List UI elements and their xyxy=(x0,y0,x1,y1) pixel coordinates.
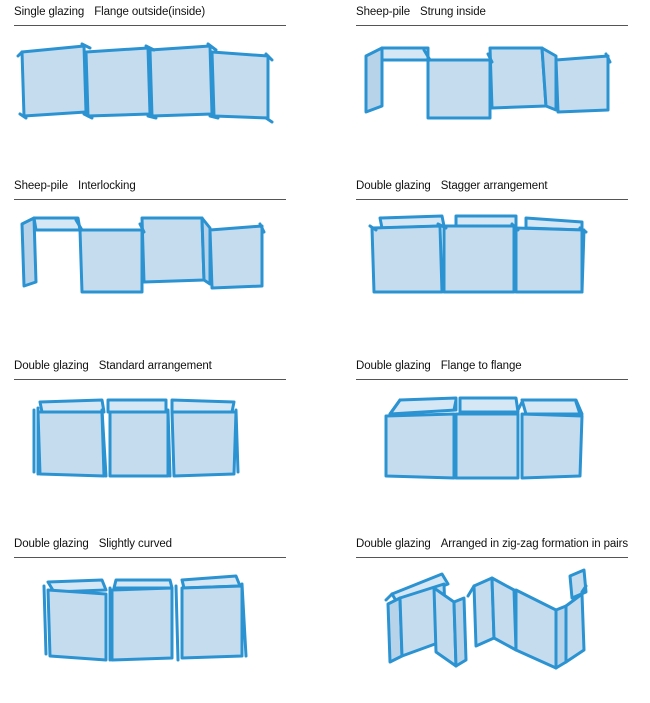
divider-rule xyxy=(14,379,286,380)
panel-double-zigzag-pairs: Double glazing Arranged in zig-zag format… xyxy=(356,538,646,703)
panel-kind: Double glazing xyxy=(356,538,431,550)
glazing-illustration xyxy=(364,46,612,120)
glazing-illustration xyxy=(368,214,588,294)
glazing-illustration xyxy=(384,568,588,670)
panel-kind: Double glazing xyxy=(356,360,431,372)
divider-rule xyxy=(356,25,628,26)
divider-rule xyxy=(14,199,286,200)
panel-double-standard: Double glazing Standard arrangement xyxy=(14,360,304,525)
panel-kind: Double glazing xyxy=(14,538,89,550)
panel-detail: Strung inside xyxy=(420,6,486,18)
divider-rule xyxy=(14,25,286,26)
panel-label: Double glazing Flange to flange xyxy=(356,360,522,372)
glazing-illustration xyxy=(20,216,266,294)
panel-detail: Stagger arrangement xyxy=(440,180,548,192)
glazing-illustration xyxy=(16,42,274,124)
panel-kind: Single glazing xyxy=(14,6,85,18)
divider-rule xyxy=(356,379,628,380)
divider-rule xyxy=(14,557,286,558)
glazing-illustration xyxy=(384,396,584,480)
panel-single-flange-outside: Single glazing Flange outside(inside) xyxy=(14,6,304,171)
panel-label: Single glazing Flange outside(inside) xyxy=(14,6,205,18)
panel-label: Sheep-pile Strung inside xyxy=(356,6,486,18)
panel-label: Sheep-pile Interlocking xyxy=(14,180,136,192)
panel-kind: Sheep-pile xyxy=(356,6,410,18)
panel-detail: Flange to flange xyxy=(440,360,522,372)
divider-rule xyxy=(356,557,628,558)
panel-detail: Flange outside(inside) xyxy=(94,6,206,18)
glazing-illustration xyxy=(42,574,248,662)
panel-detail: Slightly curved xyxy=(98,538,172,550)
panel-double-slightly-curved: Double glazing Slightly curved xyxy=(14,538,304,703)
panel-detail: Standard arrangement xyxy=(98,360,212,372)
panel-double-stagger: Double glazing Stagger arrangement xyxy=(356,180,646,345)
panel-label: Double glazing Standard arrangement xyxy=(14,360,212,372)
divider-rule xyxy=(356,199,628,200)
panel-double-flange-to-flange: Double glazing Flange to flange xyxy=(356,360,646,525)
panel-kind: Double glazing xyxy=(356,180,431,192)
glazing-illustration xyxy=(32,398,240,478)
panel-detail: Interlocking xyxy=(78,180,136,192)
panel-label: Double glazing Stagger arrangement xyxy=(356,180,548,192)
panel-sheetpile-strung-inside: Sheep-pile Strung inside xyxy=(356,6,646,171)
panel-sheetpile-interlocking: Sheep-pile Interlocking xyxy=(14,180,304,345)
panel-label: Double glazing Slightly curved xyxy=(14,538,172,550)
panel-label: Double glazing Arranged in zig-zag format… xyxy=(356,538,628,550)
panel-detail: Arranged in zig-zag formation in pairs xyxy=(440,538,629,550)
panel-kind: Double glazing xyxy=(14,360,89,372)
panel-kind: Sheep-pile xyxy=(14,180,68,192)
